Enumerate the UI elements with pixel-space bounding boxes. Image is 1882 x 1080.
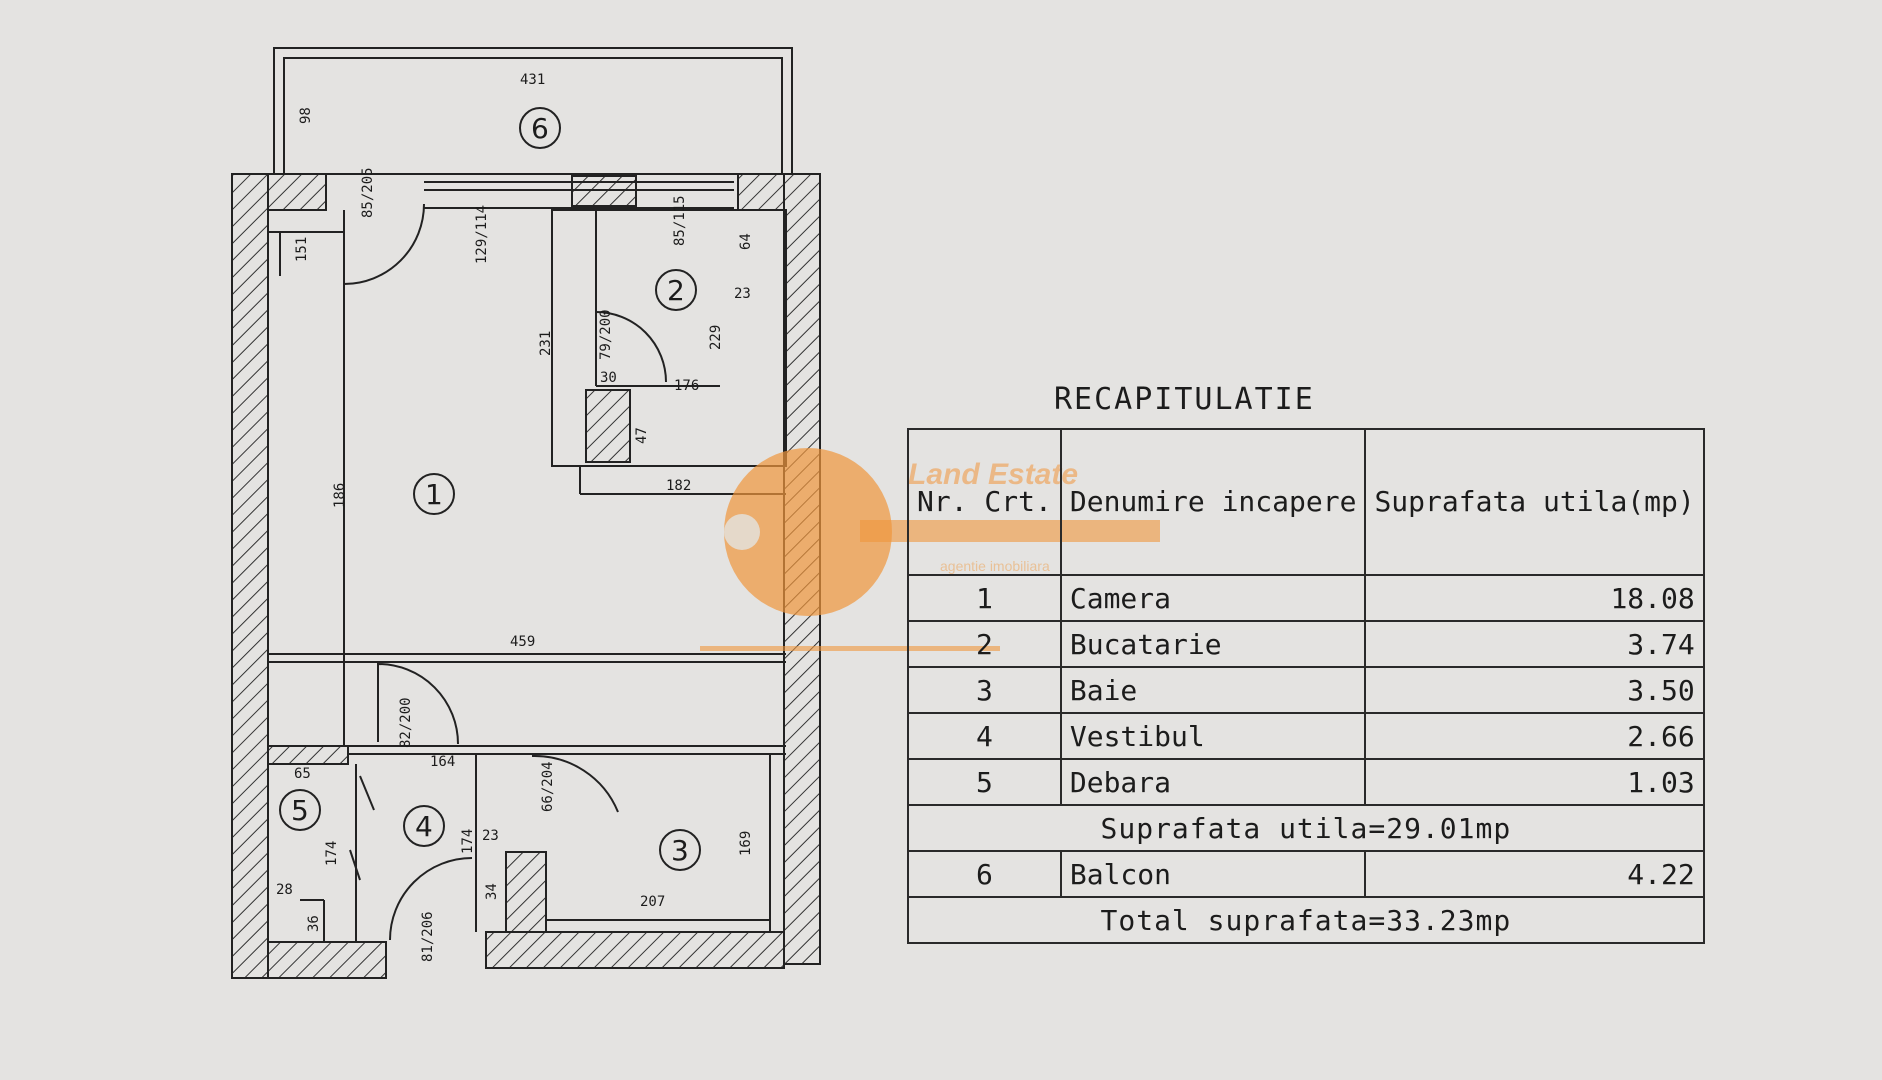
dim-closet-36: 36 [306, 915, 322, 932]
row-nr: 3 [907, 666, 1062, 714]
subtotal-row: Suprafata utila=29.01mp [907, 804, 1705, 852]
row-area: 18.08 [1364, 574, 1705, 622]
dim-hall-164: 164 [430, 754, 455, 770]
total-row: Total suprafata=33.23mp [907, 896, 1705, 944]
dim-kitchen-47: 47 [634, 427, 650, 444]
header-nr: Nr. Crt. [907, 428, 1062, 576]
row-nr: 2 [907, 620, 1062, 668]
header-name: Denumire incapere [1059, 428, 1367, 576]
dim-kitchen-229: 229 [708, 325, 724, 350]
table-row: 4 Vestibul 2.66 [907, 712, 1705, 760]
room-number-1: 1 [425, 478, 443, 511]
table-row: 2 Bucatarie 3.74 [907, 620, 1705, 668]
dim-window-room: 129/114 [474, 205, 490, 264]
dim-kitchen-176: 176 [674, 378, 699, 394]
table-row: 6 Balcon 4.22 [907, 850, 1705, 898]
dim-door-room: 82/200 [398, 697, 414, 748]
dim-closet-174: 174 [324, 841, 340, 866]
row-name: Camera [1059, 574, 1367, 622]
dim-window-left: 151 [294, 237, 310, 262]
row-nr: 5 [907, 758, 1062, 806]
row-name: Bucatarie [1059, 620, 1367, 668]
recap-header-row: Nr. Crt. Denumire incapere Suprafata uti… [907, 428, 1705, 576]
door-swings [343, 203, 667, 941]
dim-hall-34: 34 [484, 883, 500, 900]
room-number-2: 2 [667, 274, 685, 307]
dim-room-459: 459 [510, 634, 535, 650]
room-number-5: 5 [291, 794, 309, 827]
row-area: 3.74 [1364, 620, 1705, 668]
row-name: Vestibul [1059, 712, 1367, 760]
table-row: 3 Baie 3.50 [907, 666, 1705, 714]
dim-bath-door: 66/204 [540, 761, 556, 812]
row-name: Balcon [1059, 850, 1367, 898]
recap-title: RECAPITULATIE [1054, 382, 1315, 417]
table-row: 5 Debara 1.03 [907, 758, 1705, 806]
dim-balcony-width: 431 [520, 72, 545, 88]
total-text: Total suprafata=33.23mp [907, 896, 1705, 944]
dim-room-186: 186 [332, 483, 348, 508]
row-nr: 1 [907, 574, 1062, 622]
row-area: 4.22 [1364, 850, 1705, 898]
room-labels: 6 2 1 5 4 3 [279, 107, 701, 871]
dim-hall-23: 23 [482, 828, 499, 844]
row-name: Baie [1059, 666, 1367, 714]
row-nr: 4 [907, 712, 1062, 760]
dim-bath-207: 207 [640, 894, 665, 910]
dim-kitchen-64: 64 [738, 233, 754, 250]
subtotal-text: Suprafata utila=29.01mp [907, 804, 1705, 852]
walls [231, 173, 821, 979]
dim-bath-169: 169 [738, 831, 754, 856]
dim-entry-door: 81/206 [420, 911, 436, 962]
row-nr: 6 [907, 850, 1062, 898]
dim-kitchen-door: 79/200 [598, 309, 614, 360]
room-number-6: 6 [531, 112, 549, 145]
header-area: Suprafata utila(mp) [1364, 428, 1705, 576]
interior-lines [267, 209, 787, 942]
balcony [273, 47, 793, 209]
dim-hall-174: 174 [460, 829, 476, 854]
dim-window-kitchen: 85/115 [672, 195, 688, 246]
recap-table: Nr. Crt. Denumire incapere Suprafata uti… [907, 428, 1705, 944]
dim-kitchen-231: 231 [538, 331, 554, 356]
dim-balcony-depth: 98 [298, 107, 314, 124]
dimension-labels: 431 98 85/205 129/114 85/115 151 64 23 2… [276, 72, 754, 962]
row-name: Debara [1059, 758, 1367, 806]
dim-door-balcony: 85/205 [360, 167, 376, 218]
dim-closet-28: 28 [276, 882, 293, 898]
dim-kitchen-182: 182 [666, 478, 691, 494]
room-number-3: 3 [671, 834, 689, 867]
dim-kitchen-30: 30 [600, 370, 617, 386]
room-number-4: 4 [415, 810, 433, 843]
row-area: 3.50 [1364, 666, 1705, 714]
row-area: 2.66 [1364, 712, 1705, 760]
row-area: 1.03 [1364, 758, 1705, 806]
dim-kitchen-23: 23 [734, 286, 751, 302]
dim-hall-65: 65 [294, 766, 311, 782]
table-row: 1 Camera 18.08 [907, 574, 1705, 622]
